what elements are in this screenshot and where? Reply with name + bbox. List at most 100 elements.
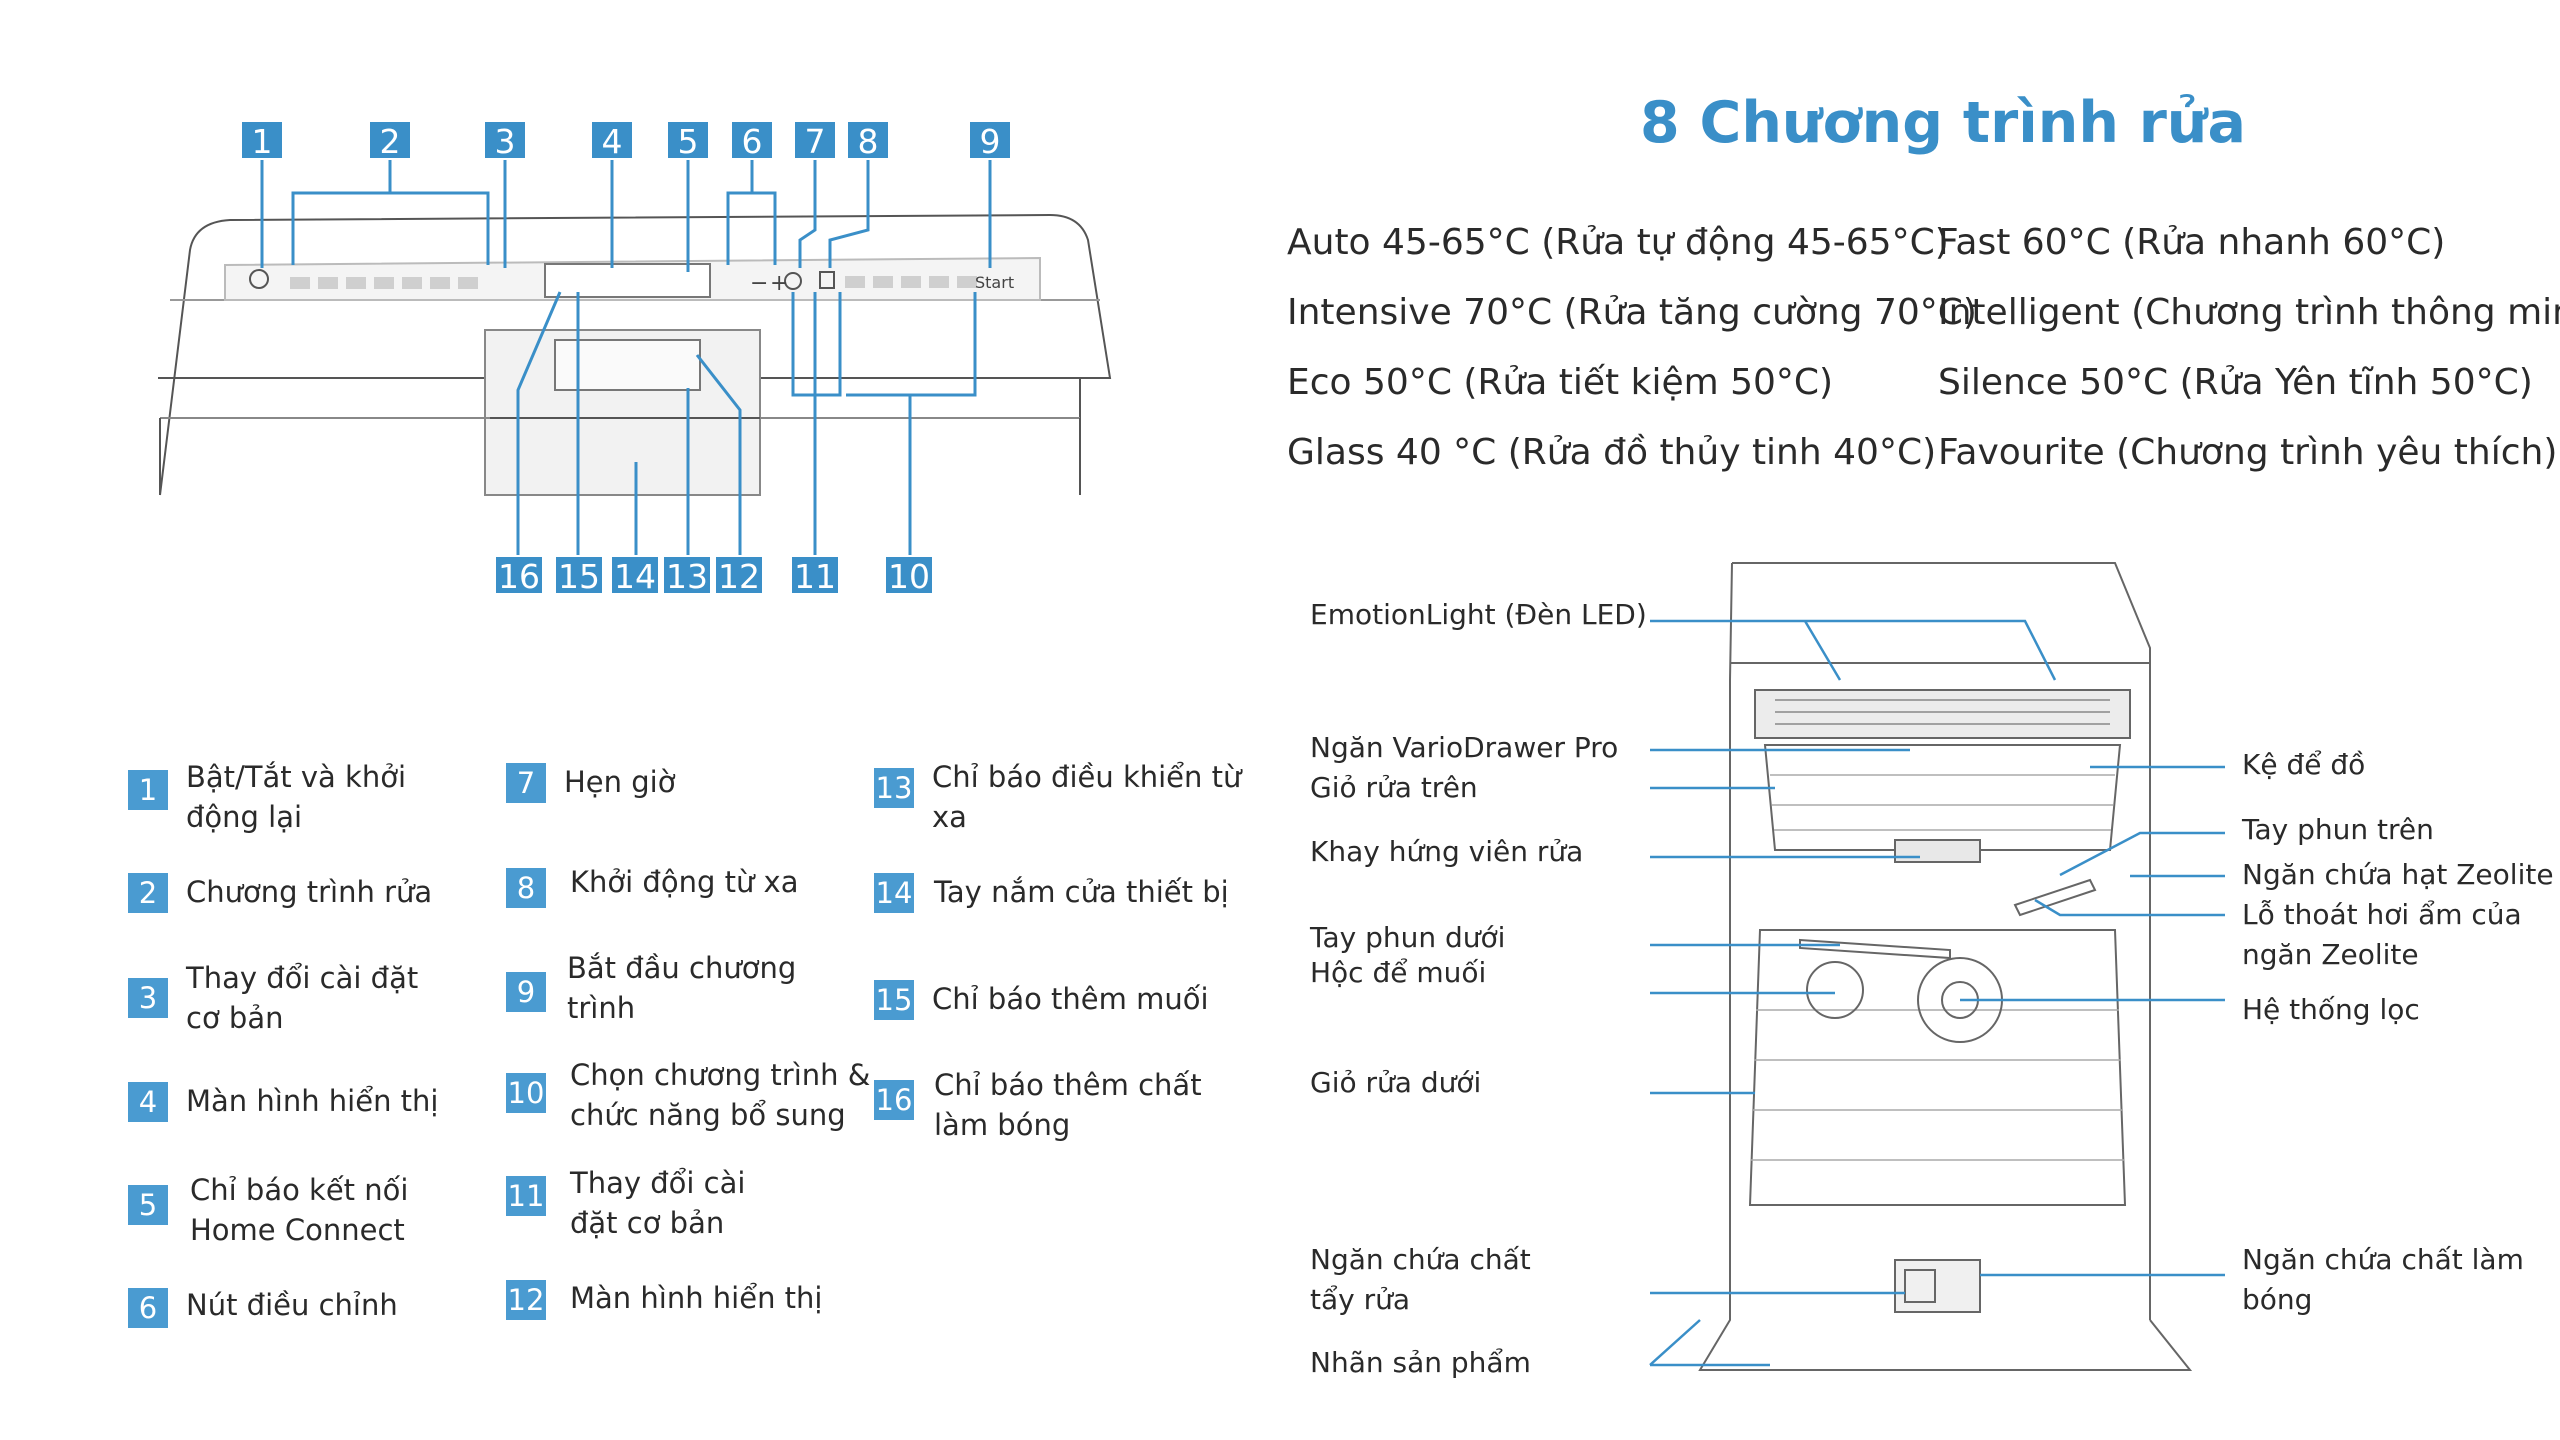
legend-label: Bật/Tắt và khởi động lại [186, 760, 407, 834]
badge-5 [668, 122, 708, 158]
part-label: Ngăn chứa chất làm bóng [2242, 1243, 2524, 1316]
legend-number: 2 [128, 873, 168, 913]
panel-body [158, 213, 1112, 496]
legend-label: Tay nắm cửa thiết bị [934, 875, 1229, 909]
badge-7 [795, 122, 835, 158]
badge-11 [792, 557, 838, 593]
program-buttons [290, 276, 977, 289]
badge-13-text: 13 [666, 557, 708, 596]
badge-9-text: 9 [980, 122, 1001, 161]
legend-label: Nút điều chỉnh [186, 1288, 398, 1322]
badge-7-text: 7 [805, 122, 826, 161]
part-label: Tay phun trên [2242, 813, 2434, 846]
badge-16-text: 16 [498, 557, 540, 596]
part-label: Lỗ thoát hơi ẩm của ngăn Zeolite [2242, 898, 2522, 971]
program-item: Intelligent (Chương trình thông minh) [1938, 292, 2560, 333]
badge-15 [556, 557, 602, 593]
legend-label: Thay đổi cài đặt cơ bản [570, 1166, 746, 1240]
part-label: Giỏ rửa trên [1310, 771, 1478, 804]
badge-4 [592, 122, 632, 158]
program-item: Glass 40 °C (Rửa đồ thủy tinh 40°C) [1287, 432, 1937, 473]
badge-2 [370, 122, 410, 158]
bottom-number-badges: 16 15 14 13 12 11 10 [496, 557, 932, 596]
badge-6 [732, 122, 772, 158]
legend-label: Chỉ báo thêm muối [932, 982, 1209, 1016]
part-label: Ngăn chứa chất tẩy rửa [1310, 1243, 1531, 1316]
program-item: Fast 60°C (Rửa nhanh 60°C) [1938, 222, 2446, 263]
legend-label: Chỉ báo điều khiển từ xa [932, 760, 1242, 834]
power-icon [249, 269, 269, 289]
badge-11-text: 11 [794, 557, 836, 596]
legend-number: 1 [128, 770, 168, 810]
plus-glyph: + [770, 271, 788, 296]
program-item: Intensive 70°C (Rửa tăng cường 70°C) [1287, 292, 1977, 333]
part-label: Kệ để đồ [2242, 748, 2366, 781]
badge-13 [664, 557, 710, 593]
legend-label: Chỉ báo thêm chất làm bóng [934, 1068, 1202, 1142]
badge-1 [242, 122, 282, 158]
legend-number: 7 [506, 763, 546, 803]
legend-number: 6 [128, 1288, 168, 1328]
interior-leader-lines [1649, 619, 2225, 1367]
badge-1-text: 1 [252, 122, 273, 161]
legend-number: 4 [128, 1082, 168, 1122]
badge-14 [612, 557, 658, 593]
badge-10 [886, 557, 932, 593]
program-item: Silence 50°C (Rửa Yên tĩnh 50°C) [1938, 362, 2533, 403]
part-label: Hệ thống lọc [2242, 993, 2420, 1026]
display-window [544, 263, 711, 298]
program-item: Eco 50°C (Rửa tiết kiệm 50°C) [1287, 362, 1834, 403]
legend-number: 9 [506, 972, 546, 1012]
legend-label: Chọn chương trình & chức năng bổ sung [570, 1058, 871, 1132]
programs-title: 8 Chương trình rửa [1640, 90, 2246, 156]
legend-label: Khởi động từ xa [570, 865, 799, 899]
badge-4-text: 4 [602, 122, 623, 161]
part-label: EmotionLight (Đèn LED) [1310, 598, 1647, 631]
legend-number: 12 [506, 1280, 546, 1320]
part-label: Nhãn sản phẩm [1310, 1346, 1531, 1379]
legend-label: Chỉ báo kết nối Home Connect [190, 1173, 409, 1247]
legend-number: 16 [874, 1080, 914, 1120]
badge-14-text: 14 [614, 557, 656, 596]
badge-3-text: 3 [495, 122, 516, 161]
minus-glyph: − [750, 271, 768, 296]
legend-label: Màn hình hiển thị [186, 1084, 439, 1118]
badge-8-text: 8 [858, 122, 879, 161]
legend-number: 3 [128, 978, 168, 1018]
legend-number: 8 [506, 868, 546, 908]
legend-number: 13 [874, 768, 914, 808]
legend-number: 11 [506, 1176, 546, 1216]
badge-12 [716, 557, 762, 593]
legend-label: Thay đổi cài đặt cơ bản [186, 961, 419, 1035]
legend-number: 14 [874, 873, 914, 913]
legend-number: 15 [874, 980, 914, 1020]
part-label: Ngăn VarioDrawer Pro [1310, 731, 1619, 764]
top-leader-lines [260, 160, 992, 272]
legend-label: Bắt đầu chương trình [567, 951, 797, 1025]
badge-12-text: 12 [718, 557, 760, 596]
badge-16 [496, 557, 542, 593]
badge-15-text: 15 [558, 557, 600, 596]
program-item: Auto 45-65°C (Rửa tự động 45-65°C) [1287, 222, 1949, 263]
badge-8 [848, 122, 888, 158]
badge-5-text: 5 [678, 122, 699, 161]
legend-label: Màn hình hiển thị [570, 1281, 823, 1315]
remote-start-icon [819, 271, 835, 289]
top-number-badges: 1 2 3 4 5 6 7 8 9 [242, 122, 1010, 161]
bottom-leader-lines [516, 291, 977, 555]
dishwasher-interior-drawing [1698, 562, 2193, 1371]
program-item: Favourite (Chương trình yêu thích) [1938, 432, 2558, 473]
badge-3 [485, 122, 525, 158]
legend-number: 10 [506, 1073, 546, 1113]
part-label: Ngăn chứa hạt Zeolite [2242, 858, 2554, 891]
part-label: Khay hứng viên rửa [1310, 835, 1584, 868]
badge-9 [970, 122, 1010, 158]
legend-label: Hẹn giờ [564, 765, 676, 799]
part-label: Tay phun dưới [1310, 921, 1506, 954]
badge-2-text: 2 [380, 122, 401, 161]
start-text: Start [975, 273, 1014, 292]
legend-label: Chương trình rửa [186, 875, 433, 909]
part-label: Giỏ rửa dưới [1310, 1066, 1482, 1099]
clock-icon [784, 272, 802, 290]
